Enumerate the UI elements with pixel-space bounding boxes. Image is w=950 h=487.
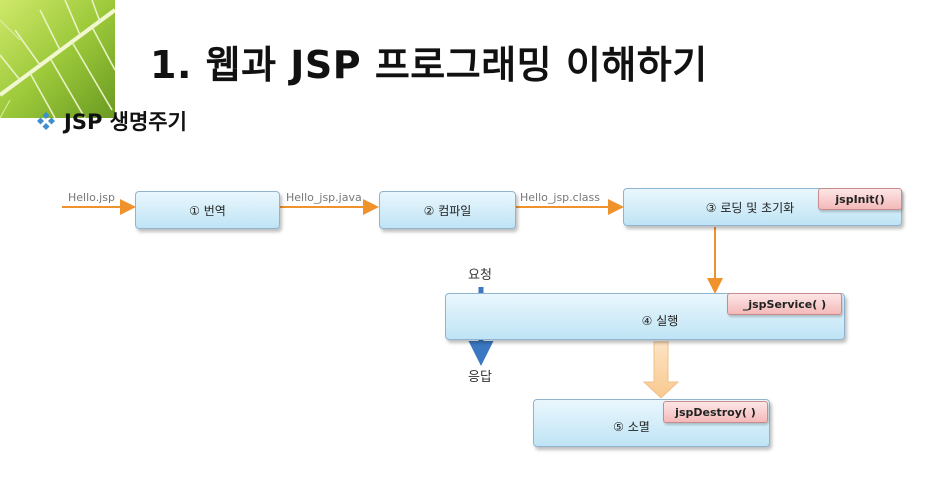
method-jspservice: _jspService( ) (727, 293, 842, 315)
diamond-bullet-icon (37, 112, 55, 130)
step-load-init-label: ③ 로딩 및 초기화 (705, 200, 795, 215)
method-jspdestroy: jspDestroy( ) (663, 401, 768, 423)
step-compile: ② 컴파일 (379, 191, 516, 229)
request-label: 요청 (468, 268, 492, 283)
response-label: 응답 (468, 370, 492, 385)
step-translate-label: ① 번역 (189, 203, 226, 218)
method-jspinit: jspInit() (818, 188, 902, 210)
step-compile-label: ② 컴파일 (423, 203, 472, 218)
step-execute-label: ④ 실행 (641, 314, 679, 328)
leaf-photo-icon (0, 0, 115, 118)
slide-title: 1. 웹과 JSP 프로그래밍 이해하기 (150, 43, 708, 87)
input-file-label: Hello.jsp (68, 191, 115, 204)
step-translate: ① 번역 (135, 191, 280, 229)
class-file-label: Hello_jsp.class (520, 191, 600, 204)
slide-subtitle: JSP 생명주기 (64, 110, 187, 134)
step-destroy-label: ⑤ 소멸 (613, 419, 650, 434)
arrow-execute-destroy (642, 341, 680, 399)
java-file-label: Hello_jsp.java (286, 191, 362, 204)
